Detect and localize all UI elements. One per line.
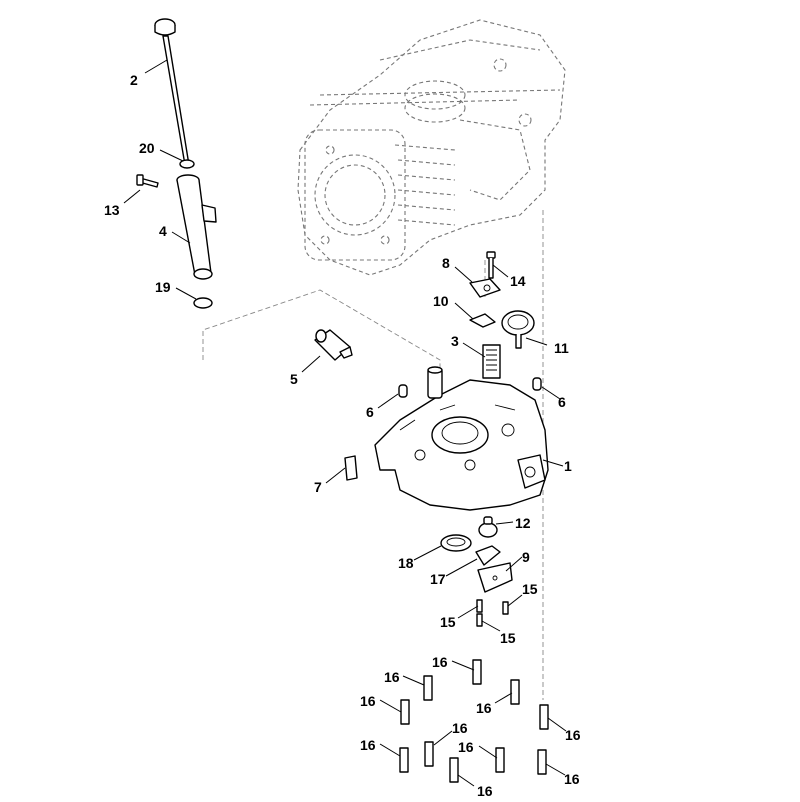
callout-16-i: 16	[564, 771, 580, 787]
bolts-15	[476, 599, 509, 627]
clip-10	[469, 313, 496, 328]
governor-gear	[501, 310, 535, 349]
inspection-cover	[477, 562, 513, 593]
screw-13	[136, 174, 159, 188]
callout-12: 12	[515, 515, 531, 531]
oil-strainer	[482, 344, 501, 379]
callout-18: 18	[398, 555, 414, 571]
callout-16-d: 16	[360, 693, 376, 709]
retainer-plate	[469, 278, 501, 298]
callout-3: 3	[451, 333, 459, 349]
callout-14: 14	[510, 273, 526, 289]
callout-6-right: 6	[558, 394, 566, 410]
callout-19: 19	[155, 279, 171, 295]
callout-17: 17	[430, 571, 446, 587]
drain-plug	[478, 516, 498, 538]
callout-8: 8	[442, 255, 450, 271]
callout-15-right: 15	[522, 581, 538, 597]
seal-tab	[344, 455, 358, 481]
dowel-pin-right	[532, 377, 542, 391]
callout-16-j: 16	[477, 783, 493, 799]
callout-16-h: 16	[458, 739, 474, 755]
callout-15-bottom: 15	[500, 630, 516, 646]
callout-16-c: 16	[476, 700, 492, 716]
shaft-seal	[440, 534, 472, 552]
callout-16-g: 16	[360, 737, 376, 753]
oil-filler-tube	[176, 174, 217, 280]
callout-20: 20	[139, 140, 155, 156]
callout-4: 4	[159, 223, 167, 239]
leader-lines	[123, 59, 567, 787]
bolt-14	[486, 251, 496, 279]
engine-block-outline	[297, 19, 566, 276]
callout-1: 1	[564, 458, 572, 474]
o-ring-upper	[179, 159, 195, 169]
callout-16-a: 16	[384, 669, 400, 685]
dipstick	[154, 18, 190, 166]
callout-9: 9	[522, 549, 530, 565]
cover-gasket	[475, 545, 501, 566]
callout-5: 5	[290, 371, 298, 387]
callout-10: 10	[433, 293, 449, 309]
oil-pressure-switch	[314, 329, 353, 361]
callout-16-e: 16	[565, 727, 581, 743]
callout-13: 13	[104, 202, 120, 218]
callout-2: 2	[130, 72, 138, 88]
callout-16-b: 16	[432, 654, 448, 670]
callout-6-left: 6	[366, 404, 374, 420]
callout-labels: 2 20 13 4 19 8 14 10 11 3 5 6 6 1 7 12 1…	[104, 72, 581, 799]
callout-16-f: 16	[452, 720, 468, 736]
crankcase-cover	[374, 366, 549, 511]
callout-15-left: 15	[440, 614, 456, 630]
dowel-pin-left	[398, 384, 408, 398]
bolts-16	[399, 659, 549, 783]
callout-7: 7	[314, 479, 322, 495]
o-ring-lower	[193, 297, 213, 309]
callout-11: 11	[554, 340, 569, 356]
